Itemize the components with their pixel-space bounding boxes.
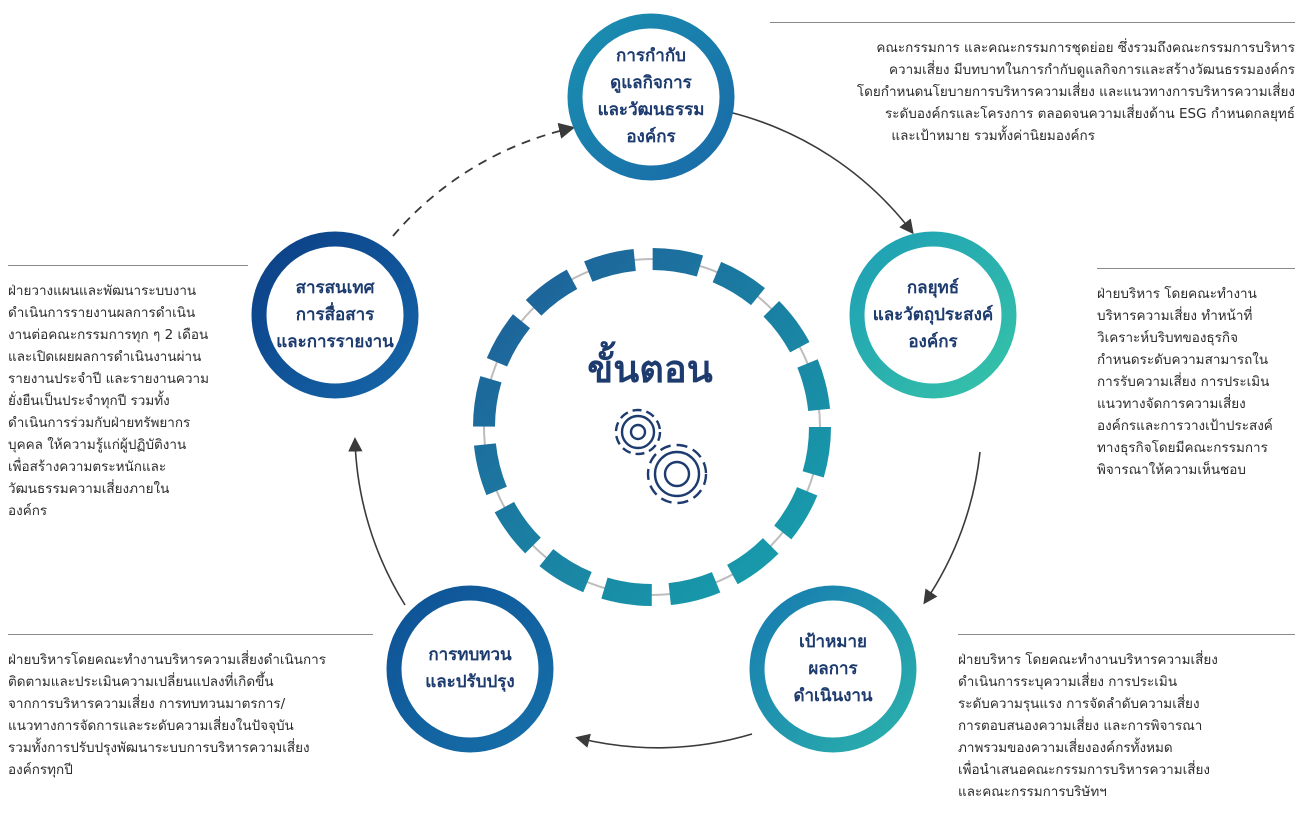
node-governance xyxy=(567,13,735,181)
description-line: แนวทางจัดการความเสี่ยง xyxy=(1097,396,1246,412)
gears-icon xyxy=(614,408,708,505)
node-review-line: การทบทวน xyxy=(428,645,512,665)
description-line: การตอบสนองความเสี่ยง และการพิจารณา xyxy=(958,718,1203,734)
node-performance-line: ดำเนินงาน xyxy=(793,685,873,706)
arrow-review-to-information xyxy=(348,437,406,606)
node-performance-line: เป้าหมาย xyxy=(798,631,868,652)
description-line: เพื่อสร้างความตระหนักและ xyxy=(8,459,167,475)
description-line: ภาพรวมของความเสี่ยงองค์กรทั้งหมด xyxy=(958,740,1173,756)
description-strategy: ฝ่ายบริหาร โดยคณะทำงาน บริหารความเสี่ยง … xyxy=(1097,268,1295,481)
description-line: กำหนดระดับความสามารถใน xyxy=(1097,352,1269,368)
description-line: ดำเนินการระบุความเสี่ยง การประเมิน xyxy=(958,674,1178,690)
description-line: ฝ่ายบริหาร โดยคณะทำงานบริหารความเสี่ยง xyxy=(958,652,1218,668)
node-information-line: สารสนเทศ xyxy=(295,277,375,298)
node-governance-line: ดูแลกิจการ xyxy=(610,73,692,93)
description-line: รวมทั้งการปรับปรุงพัฒนาระบบการบริหารความ… xyxy=(8,740,310,756)
node-governance-label: การกำกับ ดูแลกิจการ และวัฒนธรรม องค์กร xyxy=(581,37,721,157)
description-line: ความเสี่ยง มีบทบาทในการกำกับดูแลกิจการแล… xyxy=(889,62,1295,78)
arrow-strategy-to-performance xyxy=(923,451,981,605)
description-line: พิจารณาให้ความเห็นชอบ xyxy=(1097,462,1246,478)
node-strategy-line: กลยุทธ์ xyxy=(906,277,960,298)
node-governance-line: และวัฒนธรรม xyxy=(597,100,705,120)
description-line: คณะกรรมการ และคณะกรรมการชุดย่อย ซึ่งรวมถ… xyxy=(876,40,1295,56)
node-information xyxy=(251,231,419,399)
description-line: วิเคราะห์บริบทของธุรกิจ xyxy=(1097,330,1238,346)
description-line: บริหารความเสี่ยง ทำหน้าที่ xyxy=(1097,308,1253,324)
arrow-performance-to-review xyxy=(575,733,753,749)
description-information: ฝ่ายวางแผนและพัฒนาระบบงาน ดำเนินการรายงา… xyxy=(8,265,248,522)
node-information-line: และการรายงาน xyxy=(276,331,394,352)
description-line: จากการบริหารความเสี่ยง การทบทวนมาตรการ/ xyxy=(8,696,286,712)
description-line: ติดตามและประเมินความเปลี่ยนแปลงที่เกิดขึ… xyxy=(8,674,274,690)
description-line: และเป้าหมาย รวมทั้งค่านิยมองค์กร xyxy=(891,128,1095,144)
node-governance-line: การกำกับ xyxy=(616,46,686,66)
description-performance: ฝ่ายบริหาร โดยคณะทำงานบริหารความเสี่ยง ด… xyxy=(958,634,1295,803)
description-line: และเปิดเผยผลการดำเนินงานผ่าน xyxy=(8,349,202,365)
description-line: ระดับความรุนแรง การจัดลำดับความเสี่ยง xyxy=(958,696,1200,712)
description-review: ฝ่ายบริหารโดยคณะทำงานบริหารความเสี่ยงดำเ… xyxy=(8,634,373,781)
divider xyxy=(1097,268,1295,269)
arrow-information-to-governance xyxy=(392,122,576,237)
divider xyxy=(8,265,248,266)
node-strategy-label: กลยุทธ์ และวัตถุประสงค์ องค์กร xyxy=(863,265,1003,365)
description-line: ระดับองค์กรและโครงการ ตลอดจนความเสี่ยงด้… xyxy=(884,106,1295,122)
node-strategy xyxy=(849,231,1017,399)
node-strategy-line: องค์กร xyxy=(908,331,958,352)
description-line: องค์กรทุกปี xyxy=(8,762,73,778)
description-line: งานต่อคณะกรรมการทุก ๆ 2 เดือน xyxy=(8,327,209,343)
description-line: โดยกำหนดนโยบายการบริหารความเสี่ยง และแนว… xyxy=(856,84,1295,100)
description-line: และคณะกรรมการบริษัทฯ xyxy=(958,784,1107,800)
node-governance-line: องค์กร xyxy=(626,127,676,147)
node-review xyxy=(386,585,554,753)
description-line: บุคคล ให้ความรู้แก่ผู้ปฏิบัติงาน xyxy=(8,437,187,453)
description-line: ฝ่ายบริหาร โดยคณะทำงาน xyxy=(1097,286,1257,302)
node-review-label: การทบทวน และปรับปรุง xyxy=(400,629,540,709)
description-line: รายงานประจำปี และรายงานความ xyxy=(8,371,210,387)
description-line: ดำเนินการรายงานผลการดำเนิน xyxy=(8,305,196,321)
description-line: ดำเนินการร่วมกับฝ่ายทรัพยากร xyxy=(8,415,191,431)
description-line: การรับความเสี่ยง การประเมิน xyxy=(1097,374,1270,390)
divider xyxy=(8,634,373,635)
description-line: เพื่อนำเสนอคณะกรรมการบริหารความเสี่ยง xyxy=(958,762,1211,778)
node-information-label: สารสนเทศ การสื่อสาร และการรายงาน xyxy=(265,265,405,365)
description-governance: คณะกรรมการ และคณะกรรมการชุดย่อย ซึ่งรวมถ… xyxy=(770,22,1295,147)
description-line: ยั่งยืนเป็นประจำทุกปี รวมทั้ง xyxy=(8,393,170,409)
description-line: องค์กร xyxy=(8,503,48,519)
description-line: องค์กรและการวางเป้าประสงค์ xyxy=(1097,418,1273,434)
node-review-line: และปรับปรุง xyxy=(425,672,515,692)
description-line: ทางธุรกิจโดยมีคณะกรรมการ xyxy=(1097,440,1268,456)
node-information-line: การสื่อสาร xyxy=(295,304,375,325)
description-line: แนวทางการจัดการและระดับความเสี่ยงในปัจจุ… xyxy=(8,718,294,734)
divider xyxy=(770,22,1295,23)
description-line: ฝ่ายวางแผนและพัฒนาระบบงาน xyxy=(8,283,197,299)
arrow-governance-to-strategy xyxy=(728,111,914,235)
divider xyxy=(958,634,1295,635)
description-line: ฝ่ายบริหารโดยคณะทำงานบริหารความเสี่ยงดำเ… xyxy=(8,652,326,668)
description-line: วัฒนธรรมความเสี่ยงภายใน xyxy=(8,481,170,497)
node-performance-label: เป้าหมาย ผลการ ดำเนินงาน xyxy=(763,619,903,719)
node-strategy-line: และวัตถุประสงค์ xyxy=(872,304,994,325)
node-performance-line: ผลการ xyxy=(808,658,858,679)
center-title: ขั้นตอน xyxy=(587,347,713,391)
node-performance xyxy=(749,585,917,753)
center-ring-segments xyxy=(473,248,831,606)
